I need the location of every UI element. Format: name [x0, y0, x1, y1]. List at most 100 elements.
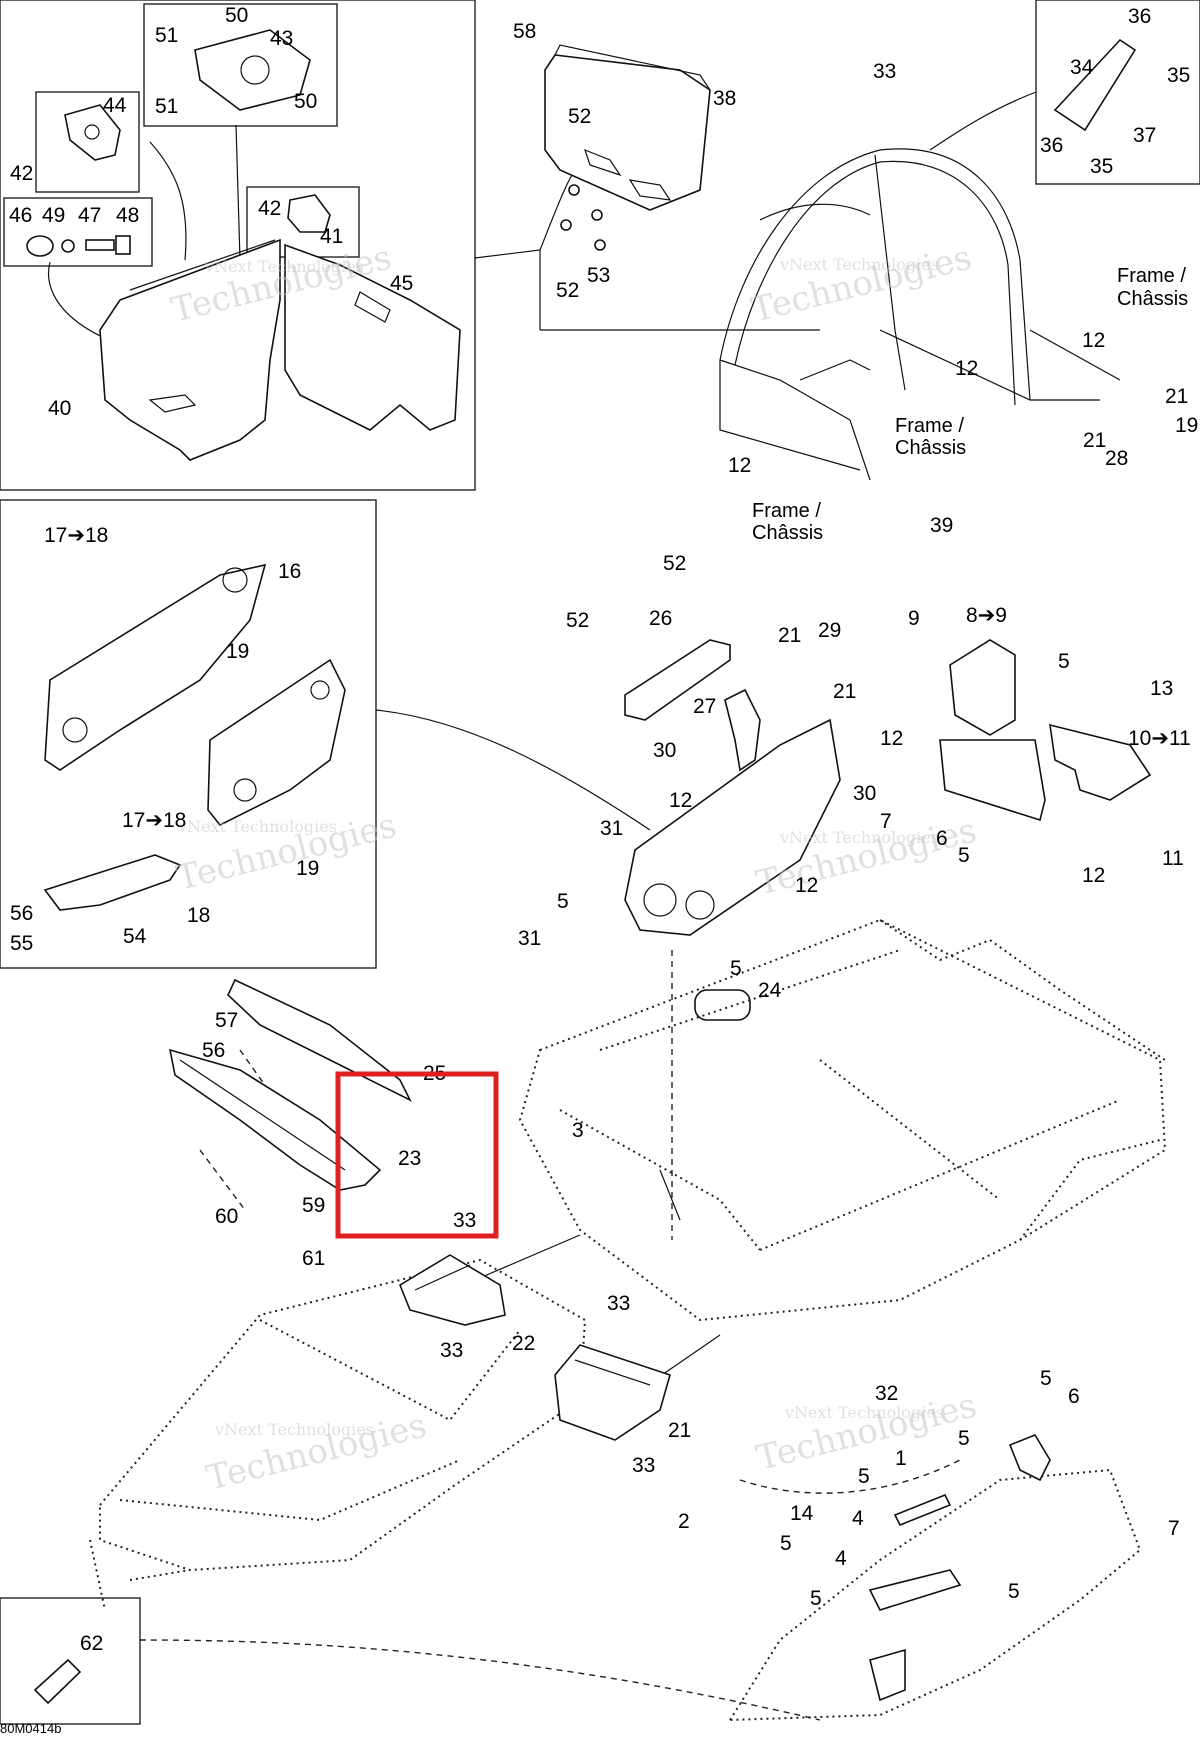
callout-53: 52: [568, 105, 591, 128]
callout-36: 35: [1167, 64, 1190, 87]
callout-13: 12: [955, 357, 978, 380]
callout-62: 61: [302, 1247, 325, 1270]
callout-8-9: 8➔9: [966, 604, 1007, 627]
frame-label-line2: Châssis: [895, 437, 966, 459]
callout-51: 50: [225, 4, 248, 27]
panel-23: [168, 1048, 382, 1191]
rear-track-cover: [728, 1468, 1142, 1722]
callout-4: 4: [835, 1547, 847, 1570]
callout-2: 2: [678, 1510, 690, 1533]
front-frame: [89, 1258, 587, 1611]
callout-51: 50: [294, 90, 317, 113]
center-pillar: [624, 718, 841, 936]
callout-30: 30: [853, 782, 876, 805]
callout-47: 46: [9, 204, 32, 227]
watermark-vnext: vNext Technologies: [214, 1420, 374, 1439]
highlight-box: [335, 1071, 499, 1239]
bracket-27: [724, 688, 761, 772]
callout-1: 1: [895, 1447, 907, 1470]
callout-5: 5: [557, 890, 569, 913]
callout-5: 5: [1008, 1580, 1020, 1603]
callout-38: 37: [1133, 124, 1156, 147]
callout-57: 56: [10, 902, 33, 925]
panel-24: [227, 978, 412, 1102]
bracket-44: [194, 29, 311, 111]
callout-20: 21: [1165, 385, 1188, 408]
panel-41: [99, 238, 281, 461]
callout-13: 12: [795, 874, 818, 897]
callout-35: 34: [1070, 56, 1094, 79]
callout-5: 5: [1040, 1367, 1052, 1390]
callout-41: 40: [48, 397, 71, 420]
roll-cage-34: [719, 148, 1121, 481]
watermark-vnext: vNext Technologies: [779, 255, 939, 274]
callout-11: 11: [1162, 847, 1184, 870]
callout-49: 48: [116, 204, 139, 227]
watermarks: vNext Technologies Technologies vNext Te…: [168, 237, 981, 1498]
callout-32: 32: [875, 1382, 898, 1405]
callout-22: 22: [512, 1332, 535, 1355]
callout-33: 33: [607, 1292, 630, 1315]
watermark-vnext: vNext Technologies: [177, 817, 337, 836]
callout-15-16: 16: [278, 560, 301, 583]
callout-13: 12: [1082, 864, 1105, 887]
callout-9: 9: [908, 607, 920, 630]
watermark-technologies: Technologies: [748, 237, 976, 330]
callout-13: 12: [669, 789, 692, 812]
callout-18: 19: [226, 640, 249, 663]
callout-16: 17➔18: [44, 524, 108, 547]
callout-29: 29: [818, 619, 841, 642]
frame-label-line2: Châssis: [752, 522, 823, 544]
callout-13: 12: [880, 727, 903, 750]
frame-label-line2: Châssis: [1117, 288, 1188, 310]
callout-3: 3: [572, 1119, 584, 1142]
callout-39: 38: [713, 87, 736, 110]
callout-61: 60: [215, 1205, 238, 1228]
callout-54: 53: [587, 264, 610, 287]
callout-6: 6: [1068, 1385, 1080, 1408]
callout-34: 33: [873, 60, 896, 83]
callout-37: 36: [1040, 134, 1063, 157]
callout-37: 36: [1128, 5, 1151, 28]
callout-31: 31: [518, 927, 541, 950]
callout-33: 33: [453, 1209, 476, 1232]
callout-30: 30: [653, 739, 676, 762]
heat-shield-panel: [544, 44, 711, 211]
tube-63: [33, 1658, 82, 1705]
watermark-vnext: vNext Technologies: [784, 1403, 944, 1422]
callout-13: 12: [728, 454, 751, 477]
callouts: 51 50 43 51 50 44 42 46 49 47 48 42 41 4…: [9, 4, 1198, 1655]
frame-label-line1: Frame /: [895, 415, 964, 437]
callout-45: 44: [103, 94, 127, 117]
callout-43: 42: [258, 197, 281, 220]
callout-5: 5: [858, 1465, 870, 1488]
callout-56: 55: [10, 932, 33, 955]
guard-21: [554, 1344, 671, 1441]
callout-42: 41: [320, 225, 343, 248]
side-panel-16: [44, 563, 267, 771]
callout-19: 19: [1175, 414, 1198, 437]
bracket-45: [64, 104, 121, 161]
plate-55: [43, 854, 182, 911]
callout-7: 7: [880, 810, 892, 833]
callout-20: 21: [778, 624, 801, 647]
callout-13: 12: [1082, 329, 1105, 352]
callout-55: 54: [123, 925, 147, 948]
channel-10: [1049, 723, 1152, 801]
callout-53: 52: [556, 279, 579, 302]
callout-46: 45: [390, 272, 413, 295]
callout-25: 24: [758, 979, 782, 1002]
callout-14: 14: [790, 1502, 814, 1525]
cover-26: [624, 639, 731, 721]
callout-36: 35: [1090, 155, 1113, 178]
callout-57: 56: [202, 1039, 225, 1062]
bracket-42: [287, 194, 331, 233]
callout-43: 42: [10, 162, 33, 185]
watermark-vnext: vNext Technologies: [204, 257, 364, 276]
callout-52: 51: [155, 95, 178, 118]
callout-5: 5: [730, 957, 742, 980]
callout-63: 62: [80, 1632, 103, 1655]
suspension-links: [868, 1434, 1051, 1702]
callout-10-11: 10➔11: [1128, 727, 1191, 750]
callout-21: 21: [668, 1419, 691, 1442]
